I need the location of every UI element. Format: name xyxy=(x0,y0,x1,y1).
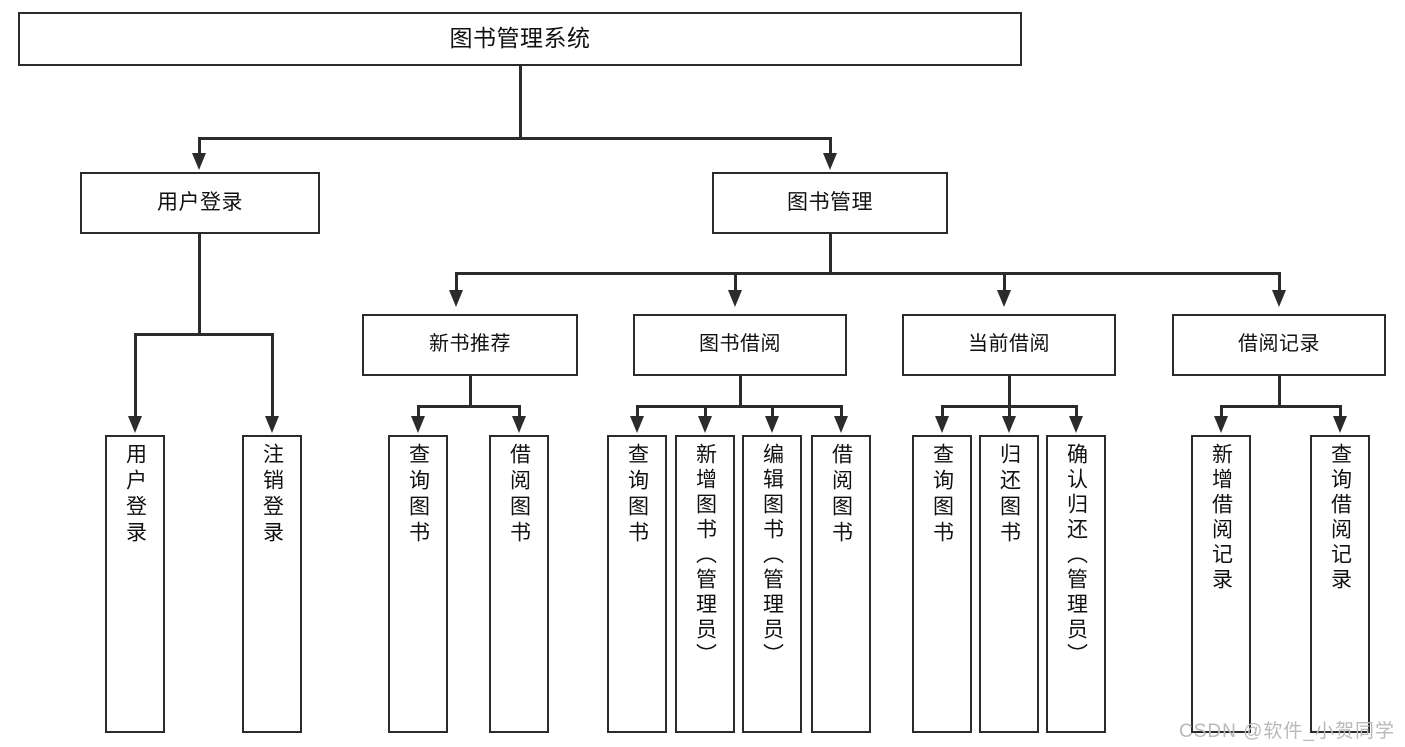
leaf-add-book-admin[interactable]: 新增图书（管理员） xyxy=(675,435,735,733)
connector-record-bus xyxy=(1220,405,1342,408)
connector-borrow-stem xyxy=(739,376,742,408)
connector-borrow-drop-3 xyxy=(771,405,774,418)
arrow-to-leaf-edit-book xyxy=(765,416,779,433)
leaf-confirm-return-admin[interactable]: 确认归还（管理员） xyxy=(1046,435,1106,733)
connector-book-management-stem xyxy=(829,234,832,273)
arrow-to-book-borrow xyxy=(728,290,742,307)
connector-current-drop-3 xyxy=(1075,405,1078,418)
leaf-query-book-borrow[interactable]: 查询图书 xyxy=(607,435,667,733)
connector-level3-drop-2 xyxy=(734,272,737,292)
connector-record-drop-1 xyxy=(1220,405,1223,418)
connector-level3-drop-4 xyxy=(1278,272,1281,292)
node-label: 图书管理系统 xyxy=(449,25,591,52)
arrow-to-leaf-add-book xyxy=(698,416,712,433)
node-label: 查询图书 xyxy=(406,443,430,547)
arrow-to-leaf-return-book xyxy=(1002,416,1016,433)
node-label: 编辑图书（管理员） xyxy=(760,443,784,668)
node-label: 图书借阅 xyxy=(699,333,781,356)
arrow-to-leaf-query-book-1 xyxy=(411,416,425,433)
node-book-management[interactable]: 图书管理 xyxy=(712,172,948,234)
arrow-to-leaf-user-login xyxy=(128,416,142,433)
arrow-to-leaf-query-book-2 xyxy=(630,416,644,433)
connector-root-drop-left xyxy=(198,137,201,155)
connector-user-login-stem xyxy=(198,234,201,334)
connector-root-stem xyxy=(519,66,522,138)
node-label: 图书管理 xyxy=(787,190,873,214)
connector-current-drop-2 xyxy=(1008,405,1011,418)
node-label: 借阅图书 xyxy=(829,443,853,547)
node-label: 查询图书 xyxy=(625,443,649,547)
connector-recommend-bus xyxy=(417,405,521,408)
node-new-book-recommend[interactable]: 新书推荐 xyxy=(362,314,578,376)
node-label: 注销登录 xyxy=(260,443,284,547)
node-label: 新书推荐 xyxy=(429,333,511,356)
node-label: 当前借阅 xyxy=(968,333,1050,356)
arrow-to-book-management xyxy=(823,153,837,170)
arrow-to-leaf-query-book-3 xyxy=(935,416,949,433)
connector-recommend-drop-1 xyxy=(417,405,420,418)
connector-borrow-drop-4 xyxy=(840,405,843,418)
leaf-edit-book-admin[interactable]: 编辑图书（管理员） xyxy=(742,435,802,733)
connector-recommend-drop-2 xyxy=(518,405,521,418)
connector-root-bus xyxy=(198,137,832,140)
node-borrow-record[interactable]: 借阅记录 xyxy=(1172,314,1386,376)
connector-level3-drop-1 xyxy=(455,272,458,292)
arrow-to-leaf-borrow-book-2 xyxy=(834,416,848,433)
connector-user-login-drop-2 xyxy=(271,333,274,418)
node-user-login[interactable]: 用户登录 xyxy=(80,172,320,234)
arrow-to-new-book-recommend xyxy=(449,290,463,307)
arrow-to-user-login xyxy=(192,153,206,170)
arrow-to-borrow-record xyxy=(1272,290,1286,307)
arrow-to-leaf-query-record xyxy=(1333,416,1347,433)
connector-user-login-bus xyxy=(134,333,273,336)
node-label: 用户登录 xyxy=(157,190,243,214)
leaf-return-book[interactable]: 归还图书 xyxy=(979,435,1039,733)
leaf-borrow-book-recommend[interactable]: 借阅图书 xyxy=(489,435,549,733)
arrow-to-leaf-confirm-return xyxy=(1069,416,1083,433)
connector-recommend-stem xyxy=(469,376,472,408)
arrow-to-current-borrow xyxy=(997,290,1011,307)
connector-user-login-drop-1 xyxy=(134,333,137,418)
leaf-add-borrow-record[interactable]: 新增借阅记录 xyxy=(1191,435,1251,733)
leaf-query-book-recommend[interactable]: 查询图书 xyxy=(388,435,448,733)
arrow-to-leaf-add-record xyxy=(1214,416,1228,433)
connector-borrow-drop-1 xyxy=(636,405,639,418)
connector-level3-drop-3 xyxy=(1003,272,1006,292)
watermark: CSDN @软件_小贺同学 xyxy=(1179,721,1395,742)
arrow-to-leaf-borrow-book-1 xyxy=(512,416,526,433)
node-book-borrow[interactable]: 图书借阅 xyxy=(633,314,847,376)
node-label: 新增借阅记录 xyxy=(1209,443,1233,593)
connector-current-drop-1 xyxy=(941,405,944,418)
connector-borrow-bus xyxy=(636,405,843,408)
connector-record-stem xyxy=(1278,376,1281,408)
node-label: 新增图书（管理员） xyxy=(693,443,717,668)
connector-level3-bus xyxy=(455,272,1281,275)
connector-root-drop-right xyxy=(829,137,832,155)
node-label: 用户登录 xyxy=(123,443,147,547)
node-label: 归还图书 xyxy=(997,443,1021,547)
leaf-borrow-book[interactable]: 借阅图书 xyxy=(811,435,871,733)
node-current-borrow[interactable]: 当前借阅 xyxy=(902,314,1116,376)
node-label: 借阅图书 xyxy=(507,443,531,547)
arrow-to-leaf-logout xyxy=(265,416,279,433)
leaf-query-borrow-record[interactable]: 查询借阅记录 xyxy=(1310,435,1370,733)
node-label: 查询借阅记录 xyxy=(1328,443,1352,593)
connector-record-drop-2 xyxy=(1339,405,1342,418)
connector-borrow-drop-2 xyxy=(704,405,707,418)
node-label: 借阅记录 xyxy=(1238,333,1320,356)
leaf-user-login[interactable]: 用户登录 xyxy=(105,435,165,733)
leaf-logout[interactable]: 注销登录 xyxy=(242,435,302,733)
node-root-system[interactable]: 图书管理系统 xyxy=(18,12,1022,66)
node-label: 查询图书 xyxy=(930,443,954,547)
connector-current-stem xyxy=(1008,376,1011,408)
leaf-query-book-current[interactable]: 查询图书 xyxy=(912,435,972,733)
node-label: 确认归还（管理员） xyxy=(1064,443,1088,668)
